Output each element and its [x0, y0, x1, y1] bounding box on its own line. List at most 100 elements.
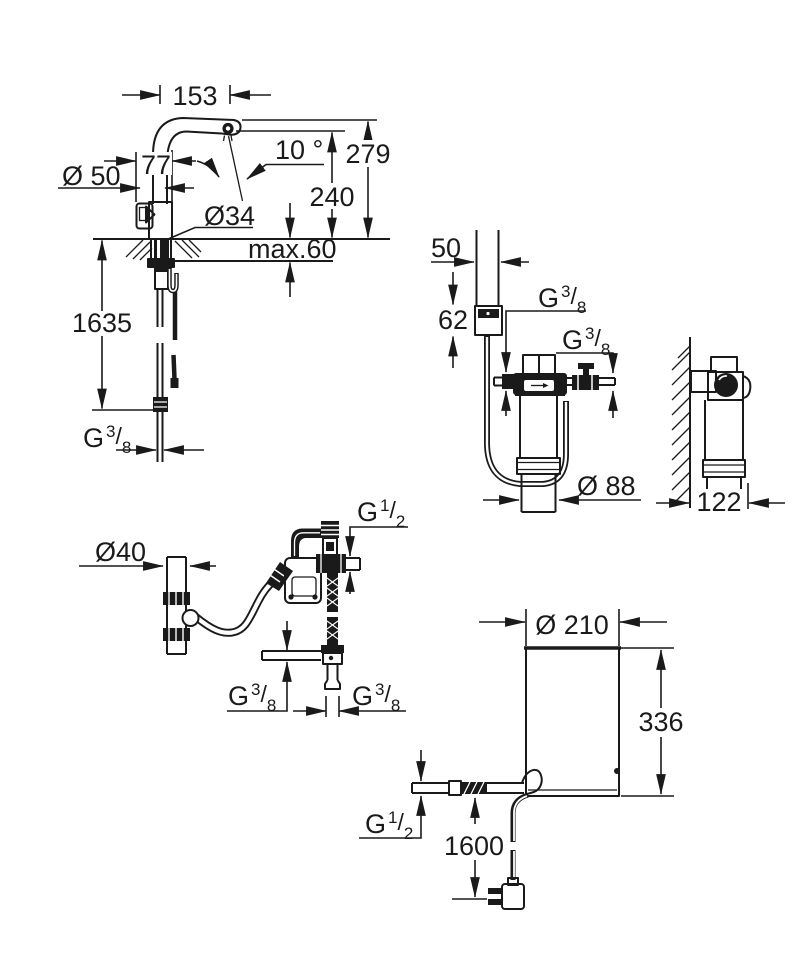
- power-cable-upper: [510, 792, 529, 842]
- counter-hatch-right: [174, 239, 202, 259]
- dim-1600-label: 1600: [444, 831, 504, 861]
- supply-hose-mid: [156, 343, 164, 397]
- inlet-pipe-lines: [475, 230, 500, 306]
- spout-inner-line: [166, 130, 223, 204]
- side-cap: [710, 356, 738, 373]
- shank-band-1: [154, 240, 157, 261]
- shank-walls: [150, 239, 172, 261]
- mounting-nut: [147, 258, 175, 268]
- outlet-hose-hairpin-core: [168, 269, 178, 292]
- dim-1635-label: 1635: [72, 308, 132, 338]
- shutoff-valve-body: [572, 375, 599, 390]
- dim-279-label: 279: [345, 139, 390, 169]
- dim-122-label: 122: [696, 487, 741, 517]
- tee-junction: [316, 554, 346, 573]
- filter-left-port: [502, 374, 514, 389]
- aerator-hole: [225, 126, 231, 131]
- dim-50dia-label: Ø 50: [62, 161, 121, 191]
- power-plug-body: [501, 883, 525, 910]
- side-elbow: [742, 375, 752, 399]
- boiler-side-port: [614, 768, 620, 774]
- hose-connector: [153, 397, 168, 412]
- valve-block-plate: [291, 576, 317, 597]
- plug-prong-1: [488, 888, 502, 894]
- dim-lever-diameter: Ø 50: [58, 161, 194, 193]
- dim-210dia-label: Ø 210: [535, 610, 609, 640]
- filter-side-view: 122: [656, 337, 785, 517]
- side-head: [707, 371, 744, 401]
- dim-10deg-label: 10 °: [275, 135, 323, 165]
- dim-boiler-height: 336: [621, 647, 684, 797]
- outlet-hose-end: [171, 354, 177, 380]
- counter-hatch-left: [125, 239, 153, 261]
- shutoff-valve-handle: [578, 363, 594, 369]
- boiler-elbow: [521, 768, 543, 795]
- right-port-pipe: [346, 557, 361, 571]
- tube-elbow-joint: [181, 609, 200, 627]
- dim-hose-length: 1635: [72, 239, 153, 411]
- left-branch-pipe: [261, 650, 321, 661]
- tee-fitting-body: [322, 652, 343, 665]
- supply-hose-lower: [156, 412, 164, 462]
- spout-outline: [152, 117, 242, 204]
- valve-block: [284, 557, 322, 604]
- control-box-led: [486, 311, 490, 316]
- hose-connector-detail: [154, 401, 167, 408]
- lower-shank-band: [155, 268, 168, 272]
- dim-77-label: 77: [141, 150, 171, 180]
- cartridge-lower: [520, 474, 557, 513]
- cartridge-band: [516, 457, 561, 475]
- dim-body-depth: 77: [104, 150, 196, 202]
- aerator-ticks: [222, 135, 233, 142]
- lever-tip: [145, 205, 156, 224]
- filter-left-stub: [493, 376, 502, 387]
- dim-max60-label: max.60: [248, 234, 337, 264]
- boiler-inlet-pipe: [411, 782, 449, 794]
- dim-wall-depth: 122: [656, 483, 785, 517]
- outlet-hose-tip: [170, 378, 179, 388]
- rod-end: [324, 664, 341, 690]
- dim-tube-diameter: Ø40: [79, 537, 216, 571]
- side-cartridge: [704, 400, 744, 460]
- dim-cable-length: 1600: [444, 797, 504, 900]
- dim-cartridge-diameter: Ø 88: [483, 471, 641, 505]
- supply-hose-upper: [156, 289, 164, 327]
- shank-band-2: [160, 240, 169, 261]
- valve-elbow: [291, 528, 323, 558]
- dim-spout-height: 240: [236, 130, 355, 239]
- connection-hose-core: [194, 578, 277, 635]
- dim-box-depth: 50: [431, 233, 529, 267]
- outlet-hose-hairpin: [167, 268, 179, 340]
- dim-240-label: 240: [309, 182, 354, 212]
- tube-walls: [166, 556, 187, 655]
- plug-prong-2: [488, 899, 502, 905]
- boiler-pipe-fitting: [448, 780, 462, 796]
- tee-fitting-band: [321, 645, 344, 653]
- filter-cable-core: [485, 337, 568, 486]
- dim-50-label: 50: [431, 233, 461, 263]
- dim-spout-reach: 153: [122, 81, 271, 111]
- filter-right-pipe: [599, 377, 616, 386]
- hose-fitting: [266, 562, 293, 591]
- dim-40dia-label: Ø40: [95, 537, 146, 567]
- faucet-front-view: 153 10 ° 279 240: [58, 81, 392, 462]
- dim-34dia-label: Ø34: [204, 201, 255, 231]
- dim-shank-diameter: Ø34: [166, 201, 255, 241]
- dim-boiler-diameter: Ø 210: [479, 609, 667, 646]
- dim-336-label: 336: [638, 707, 683, 737]
- dim-spray-angle: 10 °: [196, 135, 324, 180]
